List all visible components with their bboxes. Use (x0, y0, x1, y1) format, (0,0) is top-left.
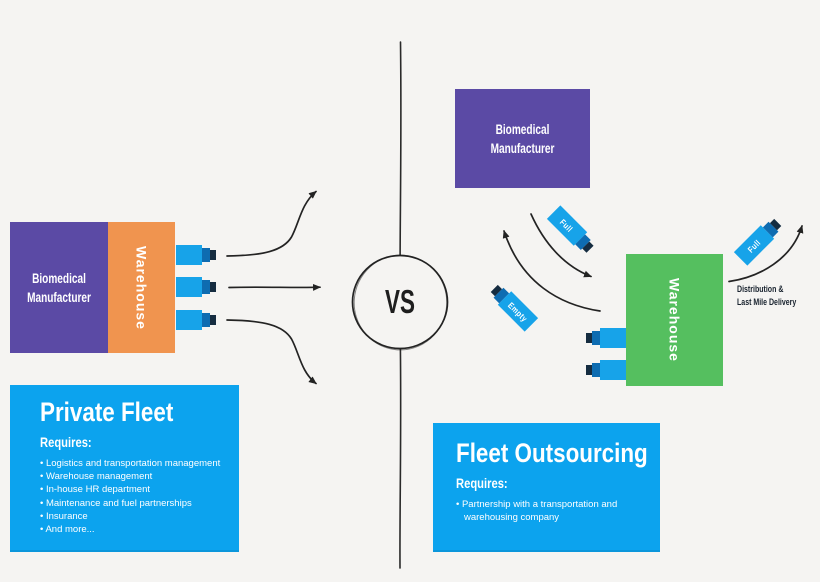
truck-front (210, 282, 216, 292)
right-warehouse-label: Warehouse (666, 278, 683, 362)
truck-outbound-label: Full (745, 236, 763, 254)
private-fleet-bullet-list: Logistics and transportation management … (40, 457, 239, 536)
distribution-caption: Distribution & Last Mile Delivery (737, 283, 796, 309)
truck-front (210, 250, 216, 260)
bullet-item: Insurance (40, 510, 228, 523)
right-biomedical-manufacturer-box: Biomedical Manufacturer (455, 89, 590, 188)
fleet-outsourcing-panel: Fleet Outsourcing Requires: Partnership … (433, 423, 660, 552)
truck-body (176, 277, 202, 297)
truck-full-label: Full (558, 217, 576, 235)
private-fleet-panel: Private Fleet Requires: Logistics and tr… (10, 385, 239, 552)
bullet-item: Warehouse management (40, 470, 228, 483)
bullet-item: Maintenance and fuel partnerships (40, 497, 228, 510)
truck-body (176, 245, 202, 265)
bullet-item: And more... (40, 523, 228, 536)
private-fleet-truck-2 (176, 277, 216, 297)
fleet-outsourcing-title: Fleet Outsourcing (456, 438, 648, 468)
private-fleet-title: Private Fleet (40, 397, 174, 427)
left-warehouse-box: Warehouse (108, 222, 175, 353)
truck-body (600, 328, 626, 348)
fleet-outsourcing-requires-label: Requires: (456, 475, 508, 492)
arrow-full-to-warehouse (530, 213, 592, 278)
truck-cab (202, 313, 210, 327)
arrow-empty-return (502, 230, 601, 312)
truck-cab (202, 248, 210, 262)
fleet-outsourcing-bullet-list: Partnership with a transportation and wa… (456, 498, 660, 524)
truck-cab (592, 331, 600, 345)
arrow-distribution (728, 225, 804, 283)
outsourced-truck-docked-2 (586, 360, 626, 380)
left-manufacturer-label: Biomedical Manufacturer (27, 270, 91, 305)
distribution-caption-line2: Last Mile Delivery (737, 297, 797, 307)
truck-front (586, 365, 592, 375)
truck-cab (202, 280, 210, 294)
vs-label: VS (385, 283, 415, 320)
truck-front (586, 333, 592, 343)
private-fleet-truck-1 (176, 245, 216, 265)
private-fleet-requires-label: Requires: (40, 434, 92, 451)
distribution-caption-line1: Distribution & (737, 284, 784, 294)
bullet-item: In-house HR department (40, 483, 228, 496)
private-fleet-truck-3 (176, 310, 216, 330)
outsourced-truck-docked-1 (586, 328, 626, 348)
truck-body (176, 310, 202, 330)
left-biomedical-manufacturer-box: Biomedical Manufacturer (10, 222, 108, 353)
truck-body (600, 360, 626, 380)
right-warehouse-box: Warehouse (626, 254, 723, 386)
right-manufacturer-label: Biomedical Manufacturer (490, 121, 555, 156)
vs-circle-sketch-stroke (353, 254, 448, 351)
truck-front (210, 315, 216, 325)
arrow-left-top (226, 190, 317, 257)
bullet-item: Partnership with a transportation and wa… (456, 498, 639, 524)
truck-cab (592, 363, 600, 377)
arrow-left-bottom (226, 319, 317, 385)
left-warehouse-label: Warehouse (133, 245, 150, 330)
bullet-item: Logistics and transportation management (40, 457, 228, 470)
